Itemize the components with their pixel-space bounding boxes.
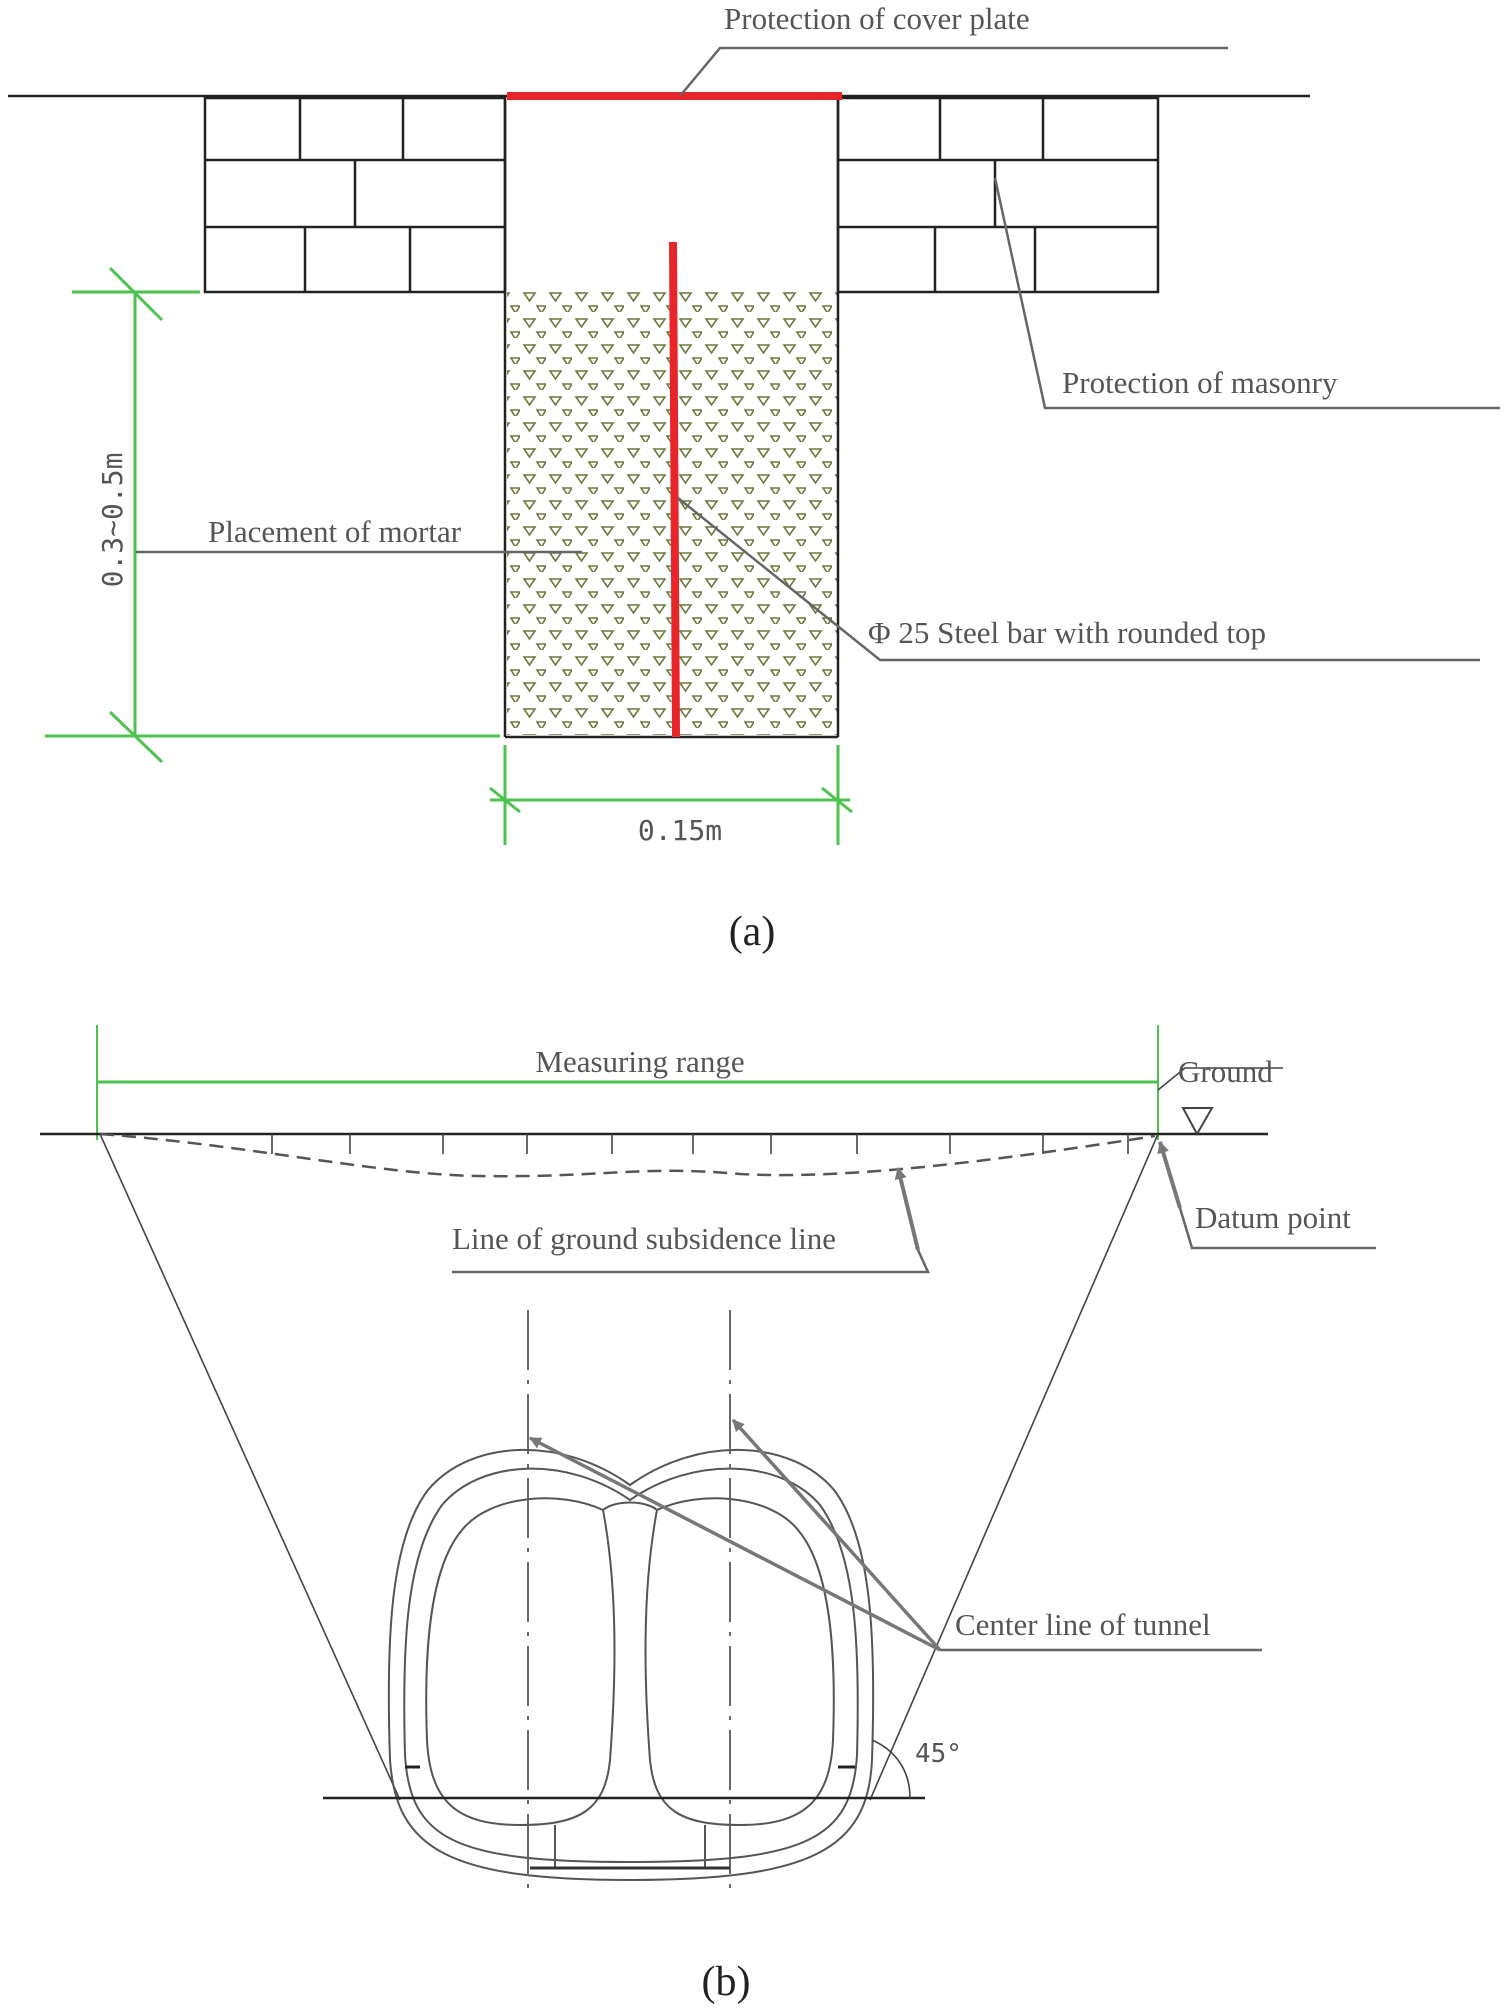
depth-label: 0.3~0.5m xyxy=(96,453,129,588)
steel-bar-leader xyxy=(677,497,1480,662)
cover-plate-label: Protection of cover plate xyxy=(724,1,1030,36)
width-label: 0.15m xyxy=(638,814,722,847)
ground-symbol xyxy=(1157,1067,1283,1091)
subsidence-arrow xyxy=(894,1167,920,1251)
width-dimension xyxy=(489,745,853,845)
datum-arrow xyxy=(1157,1141,1182,1209)
ground-label: Ground xyxy=(1178,1054,1273,1089)
masonry-left xyxy=(203,96,507,294)
panel-b: Measuring range Ground Datum po xyxy=(40,1025,1376,2005)
measuring-range-label: Measuring range xyxy=(535,1044,744,1079)
influence-line-right xyxy=(869,1133,1159,1801)
subsidence-label: Line of ground subsidence line xyxy=(452,1221,836,1256)
measuring-range xyxy=(96,1025,1159,1140)
steel-bar xyxy=(669,241,680,738)
mortar-label: Placement of mortar xyxy=(208,514,462,549)
twin-tunnel xyxy=(387,1449,875,1882)
angle-arc xyxy=(871,1739,911,1799)
datum-leader xyxy=(1178,1207,1376,1250)
masonry-label: Protection of masonry xyxy=(1062,365,1338,400)
steel-bar-label: Φ 25 Steel bar with rounded top xyxy=(868,615,1266,650)
masonry-leader xyxy=(993,177,1500,410)
subsidence-leader xyxy=(452,1249,930,1274)
datum-point-label: Datum point xyxy=(1195,1200,1351,1235)
masonry-right xyxy=(836,96,1160,294)
settlement-ticks xyxy=(271,1134,1129,1154)
ground-triangle-icon xyxy=(1181,1107,1214,1137)
center-line-leaders xyxy=(529,1418,1262,1652)
depth-dimension xyxy=(45,266,500,764)
panel-a: 0.3~0.5m 0.15m Protection of cover plate… xyxy=(8,1,1500,955)
influence-line-left xyxy=(99,1133,401,1801)
caption-a: (a) xyxy=(729,909,776,955)
subsidence-curve xyxy=(99,1132,1156,1178)
caption-b: (b) xyxy=(702,1959,751,2005)
center-line-label: Center line of tunnel xyxy=(955,1607,1211,1642)
cover-plate-leader xyxy=(679,46,1228,97)
angle-label: 45° xyxy=(915,1739,962,1769)
